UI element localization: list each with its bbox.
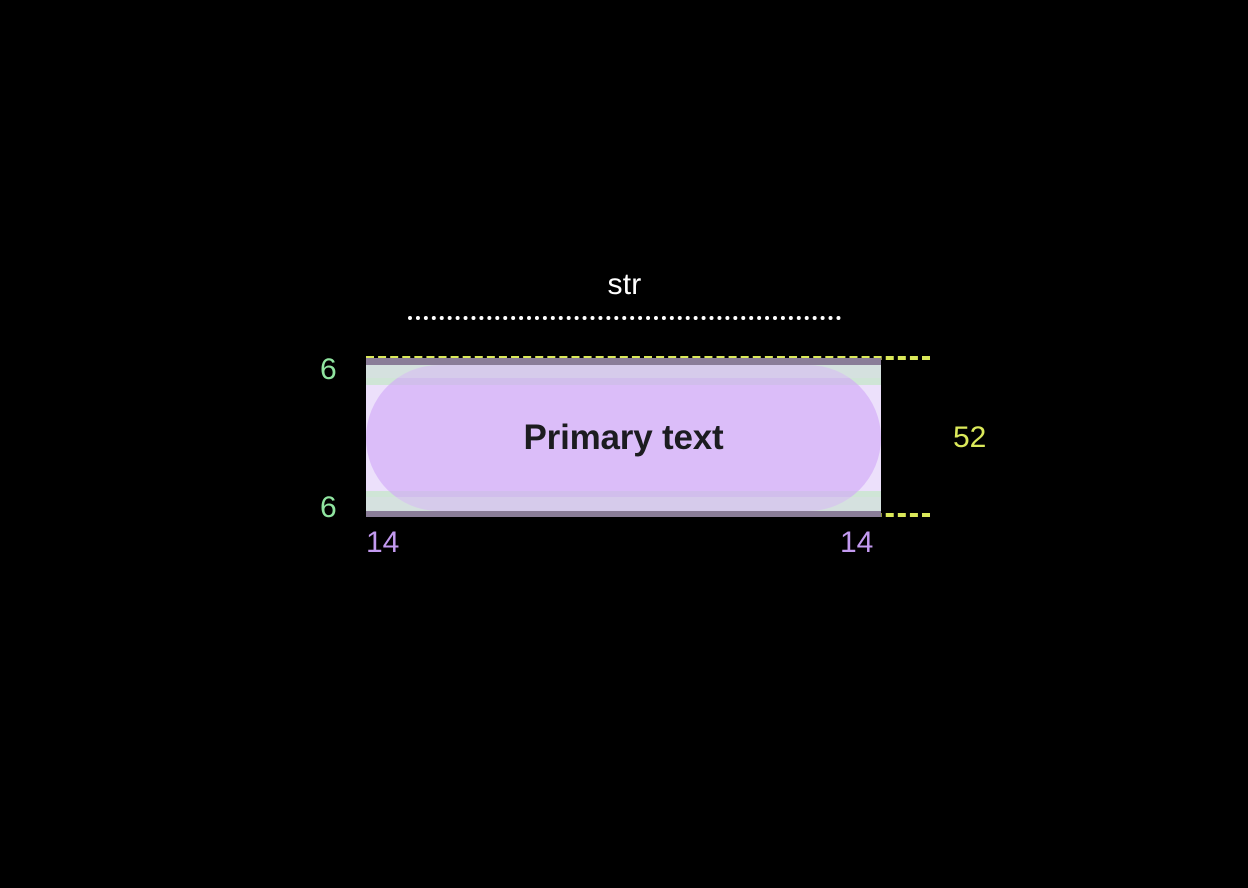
pill-shape-overlay bbox=[366, 365, 881, 511]
annotation-padding-left: 14 bbox=[366, 526, 400, 559]
width-guide-line bbox=[408, 316, 841, 320]
button-label: Primary text bbox=[523, 417, 724, 457]
bounds-cap-top bbox=[366, 358, 881, 378]
width-label: str bbox=[607, 268, 642, 301]
annotation-padding-right: 14 bbox=[840, 526, 874, 559]
annotation-padding-top: 6 bbox=[320, 353, 337, 386]
annotation-padding-bottom: 6 bbox=[320, 491, 337, 524]
annotation-height: 52 bbox=[953, 421, 987, 454]
bounds-cap-bottom bbox=[366, 497, 881, 517]
inspected-component[interactable]: Primary text bbox=[366, 358, 881, 517]
